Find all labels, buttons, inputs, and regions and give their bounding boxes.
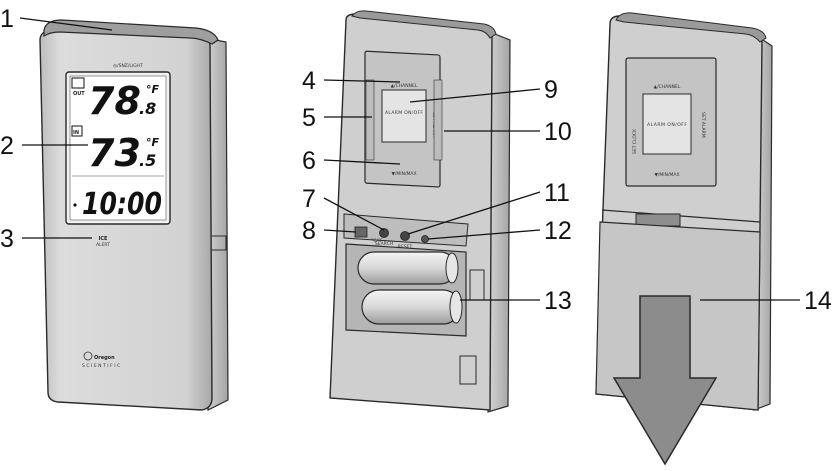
- callout-1: 1: [0, 5, 14, 33]
- channel-label: ▲/CHANNEL: [391, 83, 418, 89]
- back-device: ▲/CHANNEL ALARM ON/OFF ▼/MIN/MAX SET CLO…: [595, 12, 773, 411]
- callout-9: 9: [544, 76, 558, 104]
- front-device: ◎/SNZ/LIGHT OUT 78 .8 °F IN 73 .5 °F 10:…: [39, 19, 229, 411]
- callout-10: 10: [544, 118, 572, 146]
- alarm-dot-icon: [73, 203, 77, 207]
- ice-alert-sub: ALERT: [96, 242, 110, 248]
- back-alarm-label: ALARM ON/OFF: [647, 122, 687, 128]
- lcd-indoor-unit: °F: [146, 136, 160, 149]
- lcd-outdoor-decimal: .8: [139, 99, 156, 118]
- battery-cover-seam: [601, 209, 761, 223]
- back-minmax-label: ▼/MIN/MAX: [654, 172, 679, 178]
- alarm-button[interactable]: [381, 89, 427, 143]
- callout-11: 11: [544, 179, 570, 207]
- back-channel-label: ▲/CHANNEL: [654, 84, 681, 90]
- lcd-out-label: OUT: [73, 91, 85, 97]
- middle-top-bar: [351, 10, 497, 39]
- slide-down-arrow-icon: [612, 295, 718, 466]
- callout-3: 3: [0, 225, 14, 253]
- indoor-house-icon: [71, 125, 83, 137]
- lcd-indoor-temp: 73: [88, 131, 141, 175]
- ice-alert-label: ICE: [99, 236, 109, 242]
- callout-4: 4: [302, 67, 316, 95]
- brand-name: Oregon: [94, 355, 115, 361]
- back-set-alarm-label: SET ALARM: [700, 112, 706, 138]
- reset-button[interactable]: [400, 231, 410, 241]
- lcd-screen: OUT 78 .8 °F IN 73 .5 °F 10:00: [65, 71, 171, 225]
- unit-switch[interactable]: [354, 226, 368, 238]
- sensor-port[interactable]: [421, 235, 429, 243]
- back-alarm-button[interactable]: [642, 93, 692, 155]
- callout-numbers: 1 2 3 4 5 6 7 8 9 10 11 12 13 14: [0, 5, 832, 315]
- lcd-outdoor-unit: °F: [146, 83, 160, 96]
- search-button[interactable]: [379, 228, 389, 238]
- set-alarm-button[interactable]: [433, 79, 443, 161]
- battery-bottom: [361, 289, 463, 325]
- callout-6: 6: [302, 147, 316, 175]
- minmax-label: ▼/MIN/MAX: [391, 171, 416, 177]
- callout-12: 12: [544, 217, 572, 245]
- reset-label: RESET: [398, 244, 413, 250]
- battery-top: [357, 251, 459, 285]
- lcd-in-label: IN: [73, 130, 79, 136]
- set-clock-button[interactable]: [365, 79, 375, 161]
- callout-13: 13: [544, 287, 572, 315]
- front-side-notch: [212, 235, 227, 251]
- callout-5: 5: [302, 104, 316, 132]
- callout-leaders: [19, 17, 800, 301]
- alarm-label: ALARM ON/OFF: [385, 110, 423, 116]
- callout-14: 14: [804, 287, 832, 315]
- lcd-indoor-decimal: .5: [139, 151, 156, 170]
- search-label: SEARCH: [375, 241, 393, 247]
- middle-device: ▲/CHANNEL ALARM ON/OFF ▼/MIN/MAX SET CLO…: [329, 10, 511, 413]
- outdoor-signal-icon: [71, 77, 85, 89]
- snooze-light-bar[interactable]: [43, 19, 219, 45]
- callout-8: 8: [302, 217, 316, 245]
- unit-switch-label: °C/°F: [371, 238, 383, 244]
- back-top-bar: [615, 12, 767, 43]
- snooze-label: ◎/SNZ/LIGHT: [113, 63, 143, 69]
- brand-sub: SCIENTIFIC: [82, 363, 122, 369]
- callout-2: 2: [0, 132, 14, 160]
- lcd-outdoor-temp: 78: [88, 79, 141, 123]
- lcd-clock: 10:00: [82, 187, 162, 222]
- cover-lower-slot: [459, 355, 477, 385]
- brand-logo-icon: [83, 351, 93, 361]
- callout-7: 7: [302, 185, 316, 213]
- back-set-clock-label: SET CLOCK: [632, 128, 638, 154]
